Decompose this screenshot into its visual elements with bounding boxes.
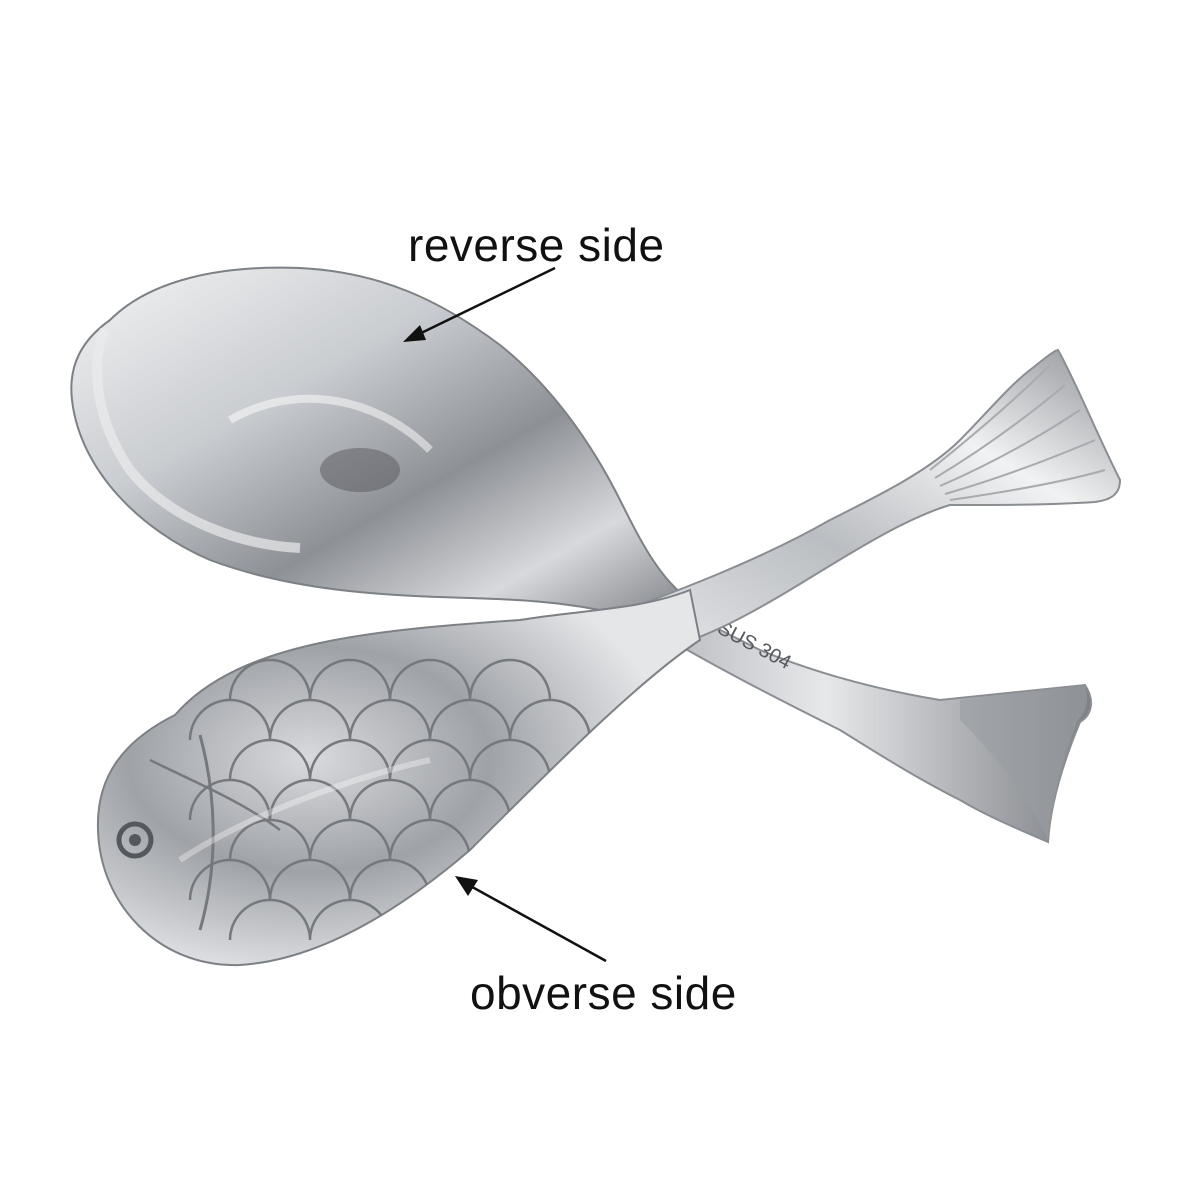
obverse-side-arrow (455, 876, 607, 963)
obverse-side-spoon (96, 348, 1122, 967)
reverse-side-label: reverse side (408, 219, 665, 271)
fish-eye (116, 821, 154, 859)
fish-scale-pattern (149, 658, 592, 941)
tail-fin-ridges (929, 364, 1106, 501)
reverse-side-arrow (403, 266, 556, 342)
obverse-side-label: obverse side (470, 967, 737, 1019)
